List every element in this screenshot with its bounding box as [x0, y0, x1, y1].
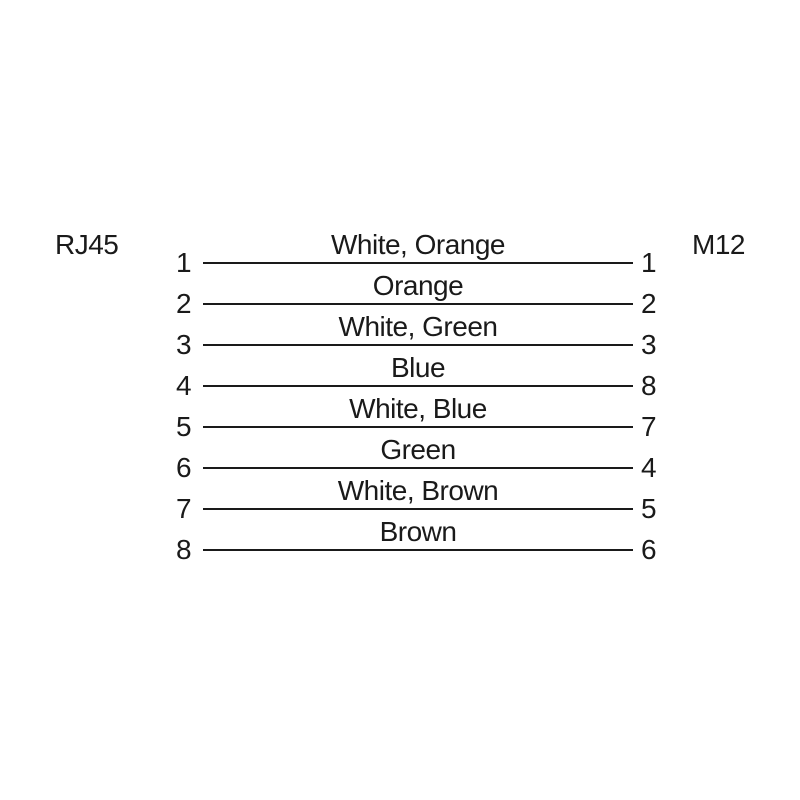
rj45-pin-number: 5 [176, 411, 192, 442]
m12-pin-number: 4 [641, 452, 657, 483]
left-connector-title: RJ45 [55, 229, 119, 260]
m12-pin-number: 1 [641, 247, 657, 278]
wire-line [203, 549, 633, 551]
m12-pin-number: 6 [641, 534, 657, 565]
wire-line [203, 262, 633, 264]
rj45-pin-number: 6 [176, 452, 192, 483]
wire-line [203, 303, 633, 305]
wire-line [203, 426, 633, 428]
rj45-pin-number: 8 [176, 534, 192, 565]
rj45-pin-number: 1 [176, 247, 192, 278]
m12-pin-number: 8 [641, 370, 657, 401]
m12-pin-number: 7 [641, 411, 657, 442]
wire-color-label: Brown [379, 516, 457, 547]
wire-line [203, 344, 633, 346]
wire-line [203, 385, 633, 387]
rj45-pin-number: 7 [176, 493, 192, 524]
wire-line [203, 508, 633, 510]
wire-color-label: Orange [372, 270, 464, 301]
m12-pin-number: 5 [641, 493, 657, 524]
wire-color-label: White, Orange [330, 229, 506, 260]
wire-color-label: Green [380, 434, 456, 465]
wire-color-label: White, Brown [337, 475, 499, 506]
rj45-pin-number: 3 [176, 329, 192, 360]
right-connector-title: M12 [692, 229, 745, 260]
m12-pin-number: 3 [641, 329, 657, 360]
m12-pin-number: 2 [641, 288, 657, 319]
rj45-pin-number: 2 [176, 288, 192, 319]
wire-color-label: White, Blue [349, 393, 487, 424]
wire-line [203, 467, 633, 469]
rj45-pin-number: 4 [176, 370, 192, 401]
wire-color-label: White, Green [338, 311, 498, 342]
wire-color-label: Blue [390, 352, 446, 383]
